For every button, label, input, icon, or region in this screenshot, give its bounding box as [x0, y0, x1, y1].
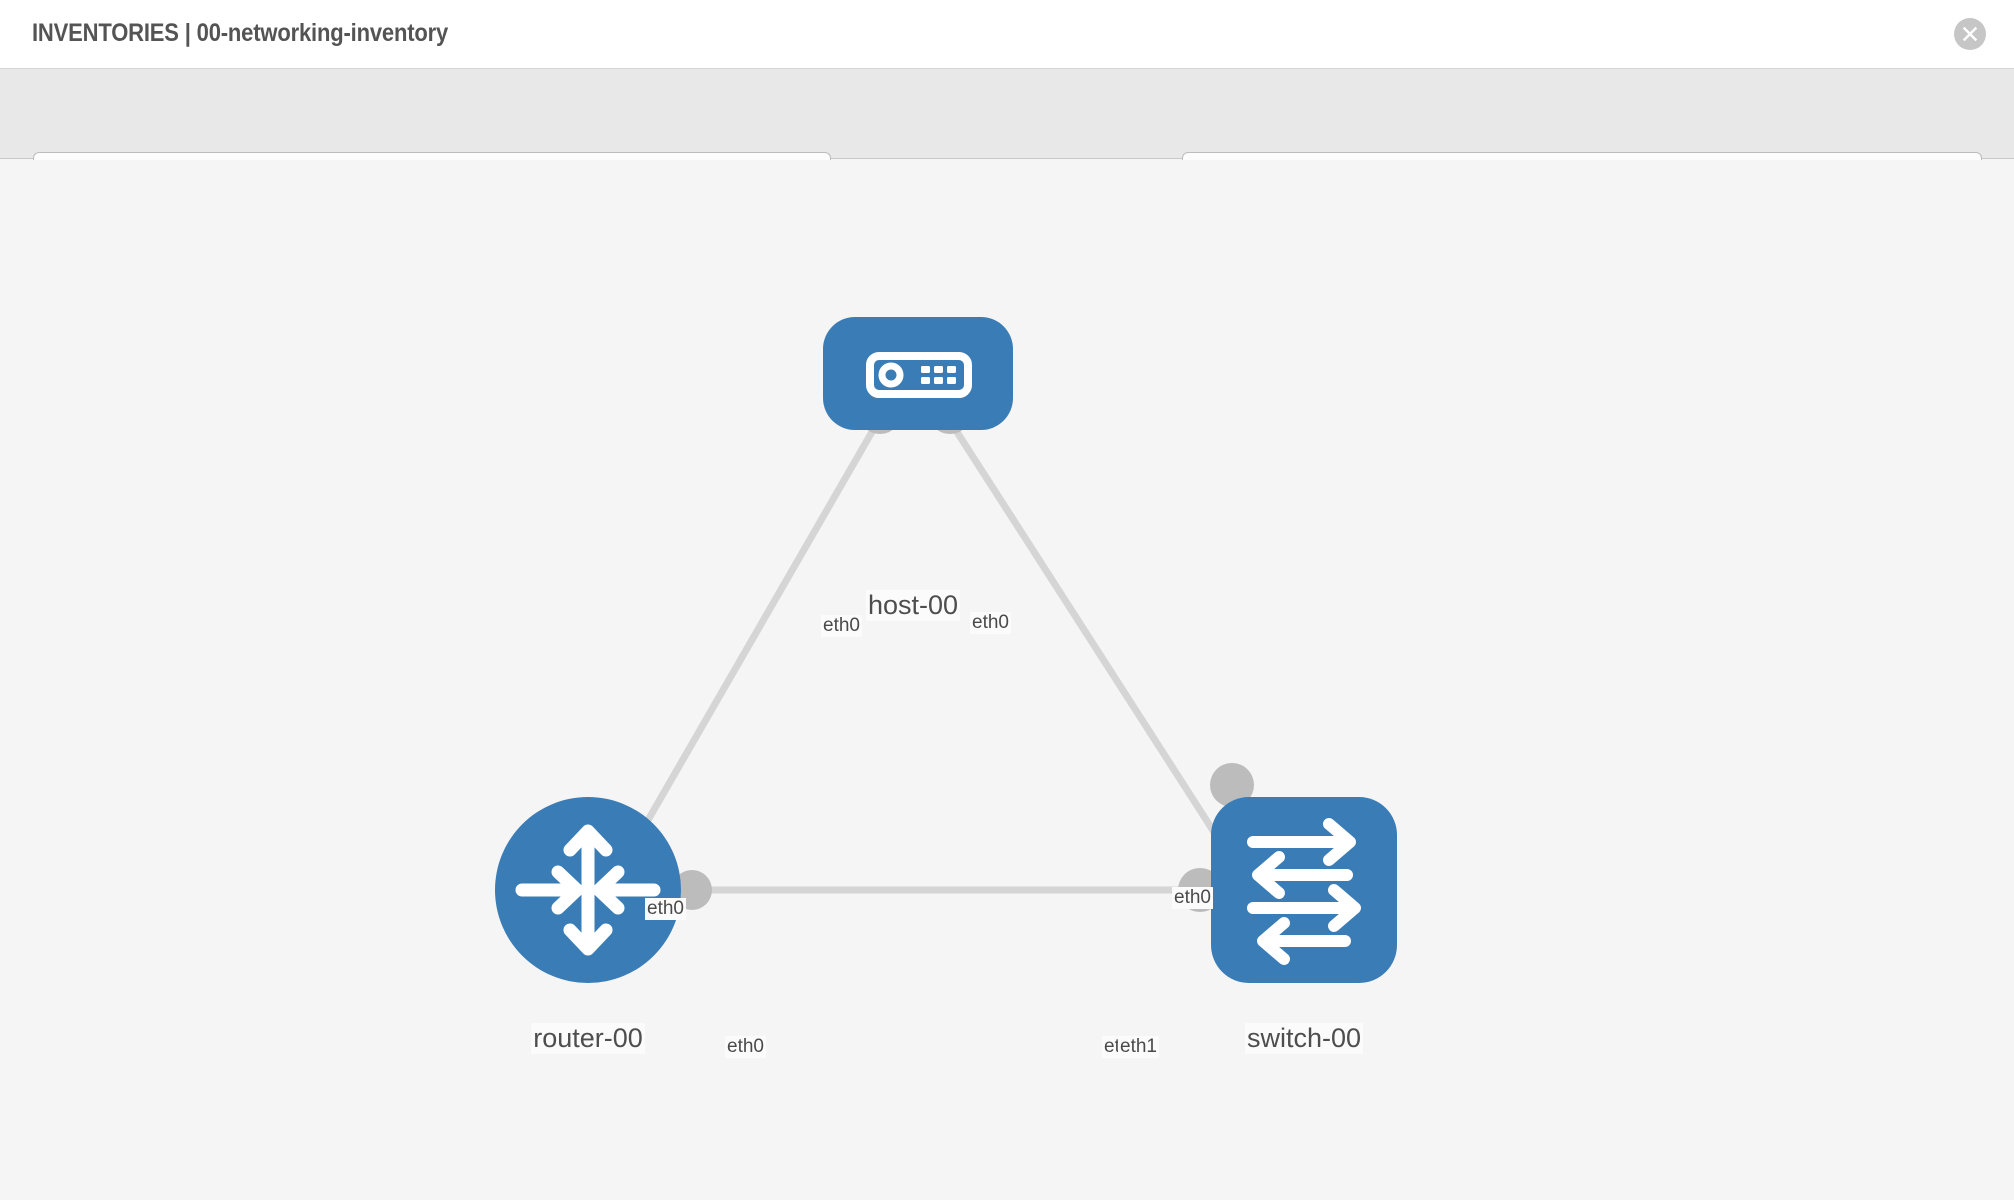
page-title: INVENTORIES | 00-networking-inventory [32, 19, 449, 47]
iface-label-switch-left: eth1 [1118, 1036, 1159, 1058]
host-icon [866, 352, 972, 398]
link-group [621, 416, 1235, 894]
close-button[interactable] [1954, 18, 1986, 50]
connector-switch-up [1210, 763, 1254, 807]
node-label-router-00: router-00 [531, 1023, 645, 1054]
toolbar: ACTIONS SEARCH [0, 69, 2014, 205]
iface-label-router-right: eth0 [725, 1036, 766, 1058]
topology-graph [495, 317, 1397, 983]
node-label-host-00: host-00 [865, 590, 961, 621]
link-host-switch [945, 416, 1235, 862]
iface-label-host-right: eth0 [970, 612, 1011, 634]
node-switch-00[interactable] [1211, 797, 1397, 983]
node-label-switch-00: switch-00 [1244, 1023, 1364, 1054]
iface-label-host-left: eth0 [821, 615, 862, 637]
link-router-host [621, 416, 884, 862]
node-host-00[interactable] [823, 317, 1013, 430]
connector-group [625, 390, 1254, 912]
node-router-00[interactable] [495, 797, 681, 983]
topology-canvas[interactable]: host-00 router-00 switch-00 eth0 eth0 et… [0, 160, 2014, 1200]
switch-icon [1247, 818, 1361, 965]
iface-label-switch-up: eth0 [1172, 887, 1213, 909]
close-icon [1962, 26, 1978, 42]
iface-label-router-up: eth0 [645, 898, 686, 920]
router-icon [515, 824, 661, 956]
page-header: INVENTORIES | 00-networking-inventory [0, 0, 2014, 69]
